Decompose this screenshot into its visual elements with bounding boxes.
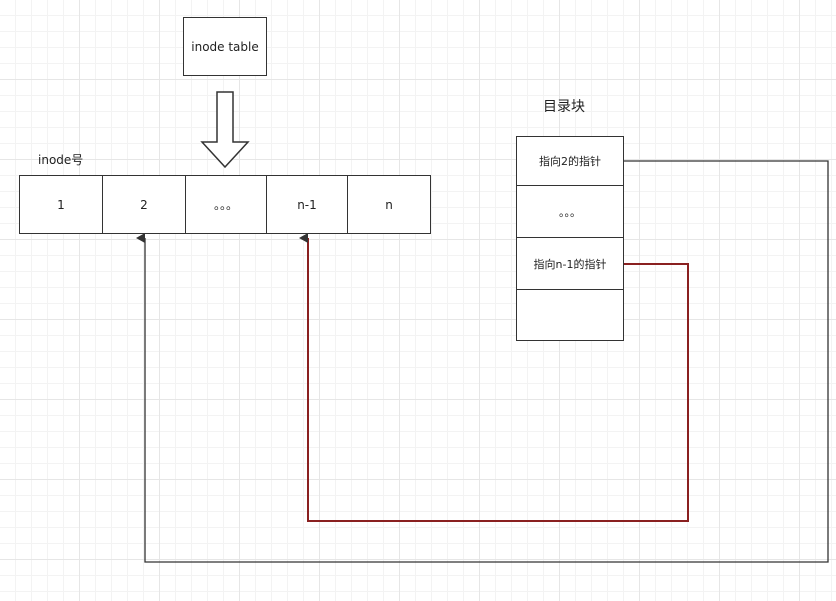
inode-table-box: inode table [183,17,267,76]
dir-block-row: 指向2的指针 [516,136,624,186]
connector-pointer-2 [136,160,829,563]
dir-block-title: 目录块 [543,99,585,115]
inode-cell: n [347,175,431,234]
inode-array-title: inode号 [38,153,84,167]
inode-cell: 。。。 [185,175,267,234]
dir-block-row [516,289,624,341]
dir-block-row: 指向n-1的指针 [516,237,624,290]
down-arrow-icon [200,91,250,169]
dir-block-row: 。。。 [516,185,624,238]
inode-table-label: inode table [191,39,259,54]
inode-cell: 1 [19,175,103,234]
inode-cell: n-1 [266,175,348,234]
inode-cell: 2 [102,175,186,234]
connector-pointer-n-1 [299,233,689,522]
